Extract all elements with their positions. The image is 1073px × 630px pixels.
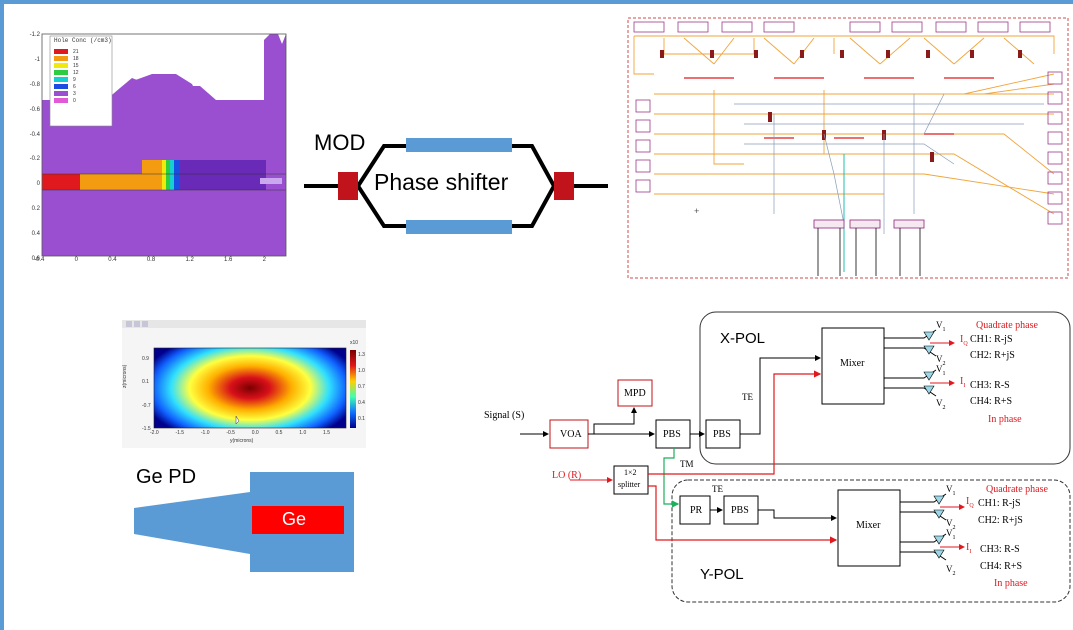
x-v2-top: V2 bbox=[936, 354, 946, 367]
y-pol-label: Y-POL bbox=[700, 566, 744, 583]
y-quadrate-phase: Quadrate phase bbox=[986, 484, 1048, 495]
tm-label: TM bbox=[680, 459, 694, 469]
x-ch4: CH4: R+S bbox=[970, 396, 1013, 407]
splitter-block bbox=[613, 465, 649, 495]
ge-pd-label: Ge PD bbox=[136, 466, 197, 488]
lower-arm-heater bbox=[406, 220, 512, 234]
mode-profile-plot bbox=[122, 320, 366, 448]
x-iq: IQ bbox=[960, 334, 968, 347]
phase-shifter-label: Phase shifter bbox=[374, 169, 509, 195]
mod-label: MOD bbox=[314, 130, 366, 155]
y-ii: II bbox=[966, 542, 972, 555]
svg-text:+: + bbox=[694, 206, 699, 216]
x-quadrate-phase: Quadrate phase bbox=[976, 320, 1038, 331]
voa-block bbox=[549, 419, 589, 449]
mode-y-label: z(microns) bbox=[122, 364, 128, 388]
mpd-label: MPD bbox=[624, 388, 646, 399]
y-in-phase: In phase bbox=[994, 578, 1028, 589]
y-ch3: CH3: R-S bbox=[980, 544, 1020, 555]
y-v2-bottom: V2 bbox=[946, 564, 956, 577]
voa-label: VOA bbox=[560, 429, 582, 440]
mzi-modulator-diagram bbox=[304, 138, 608, 234]
y-v1: V1 bbox=[946, 484, 956, 497]
output-coupler bbox=[554, 172, 574, 200]
x-v1: V1 bbox=[936, 320, 946, 333]
hole-concentration-plot bbox=[20, 30, 292, 268]
te-label-y: TE bbox=[712, 484, 723, 494]
x-ch2: CH2: R+jS bbox=[970, 350, 1015, 361]
coherent-receiver-diagram bbox=[520, 311, 1071, 603]
y-ch4: CH4: R+S bbox=[980, 561, 1023, 572]
y-ch2: CH2: R+jS bbox=[978, 515, 1023, 526]
mpd-block bbox=[617, 379, 653, 407]
mode-colorbar-exponent: x10 bbox=[350, 340, 359, 346]
mode-x-label: y(microns) bbox=[230, 438, 254, 444]
te-label-x: TE bbox=[742, 392, 753, 402]
y-iq: IQ bbox=[966, 496, 974, 509]
x-v1-low: V1 bbox=[936, 364, 946, 377]
ge-label: Ge bbox=[282, 509, 307, 529]
pbs-block-2 bbox=[705, 419, 741, 449]
pr-label: PR bbox=[690, 505, 703, 516]
lo-label: LO (R) bbox=[552, 470, 582, 481]
pbs-label-3: PBS bbox=[731, 505, 749, 516]
pbs-block-1 bbox=[655, 419, 691, 449]
x-pol-box bbox=[699, 311, 1071, 465]
y-ch1: CH1: R-jS bbox=[978, 498, 1021, 509]
y-pol-box bbox=[671, 479, 1071, 603]
mixer-y bbox=[837, 489, 901, 567]
splitter-label-2: splitter bbox=[618, 480, 641, 489]
y-v2-top: V2 bbox=[946, 518, 956, 531]
y-v1-low: V1 bbox=[946, 528, 956, 541]
pr-block bbox=[679, 495, 711, 525]
x-pol-label: X-POL bbox=[720, 330, 766, 347]
pbs-label-2: PBS bbox=[713, 429, 731, 440]
pbs-block-3 bbox=[723, 495, 759, 525]
chip-layout: + bbox=[627, 17, 1069, 279]
ge-photodetector-diagram bbox=[134, 472, 354, 572]
mixer-y-label: Mixer bbox=[856, 520, 881, 531]
splitter-label-1: 1×2 bbox=[624, 468, 637, 477]
x-ii: II bbox=[960, 376, 966, 389]
upper-arm-heater bbox=[406, 138, 512, 152]
hole-legend-title: Hole Conc (/cm3) bbox=[54, 37, 112, 44]
x-in-phase: In phase bbox=[988, 414, 1022, 425]
signal-label: Signal (S) bbox=[484, 410, 525, 421]
x-ch1: CH1: R-jS bbox=[970, 334, 1013, 345]
input-coupler bbox=[338, 172, 358, 200]
mixer-x bbox=[821, 327, 885, 405]
x-ch3: CH3: R-S bbox=[970, 380, 1010, 391]
ge-region bbox=[252, 506, 344, 534]
x-v2-bottom: V2 bbox=[936, 398, 946, 411]
mixer-x-label: Mixer bbox=[840, 358, 865, 369]
pbs-label-1: PBS bbox=[663, 429, 681, 440]
hole-legend: 21 18 15 12 9 6 3 0 bbox=[54, 48, 79, 104]
